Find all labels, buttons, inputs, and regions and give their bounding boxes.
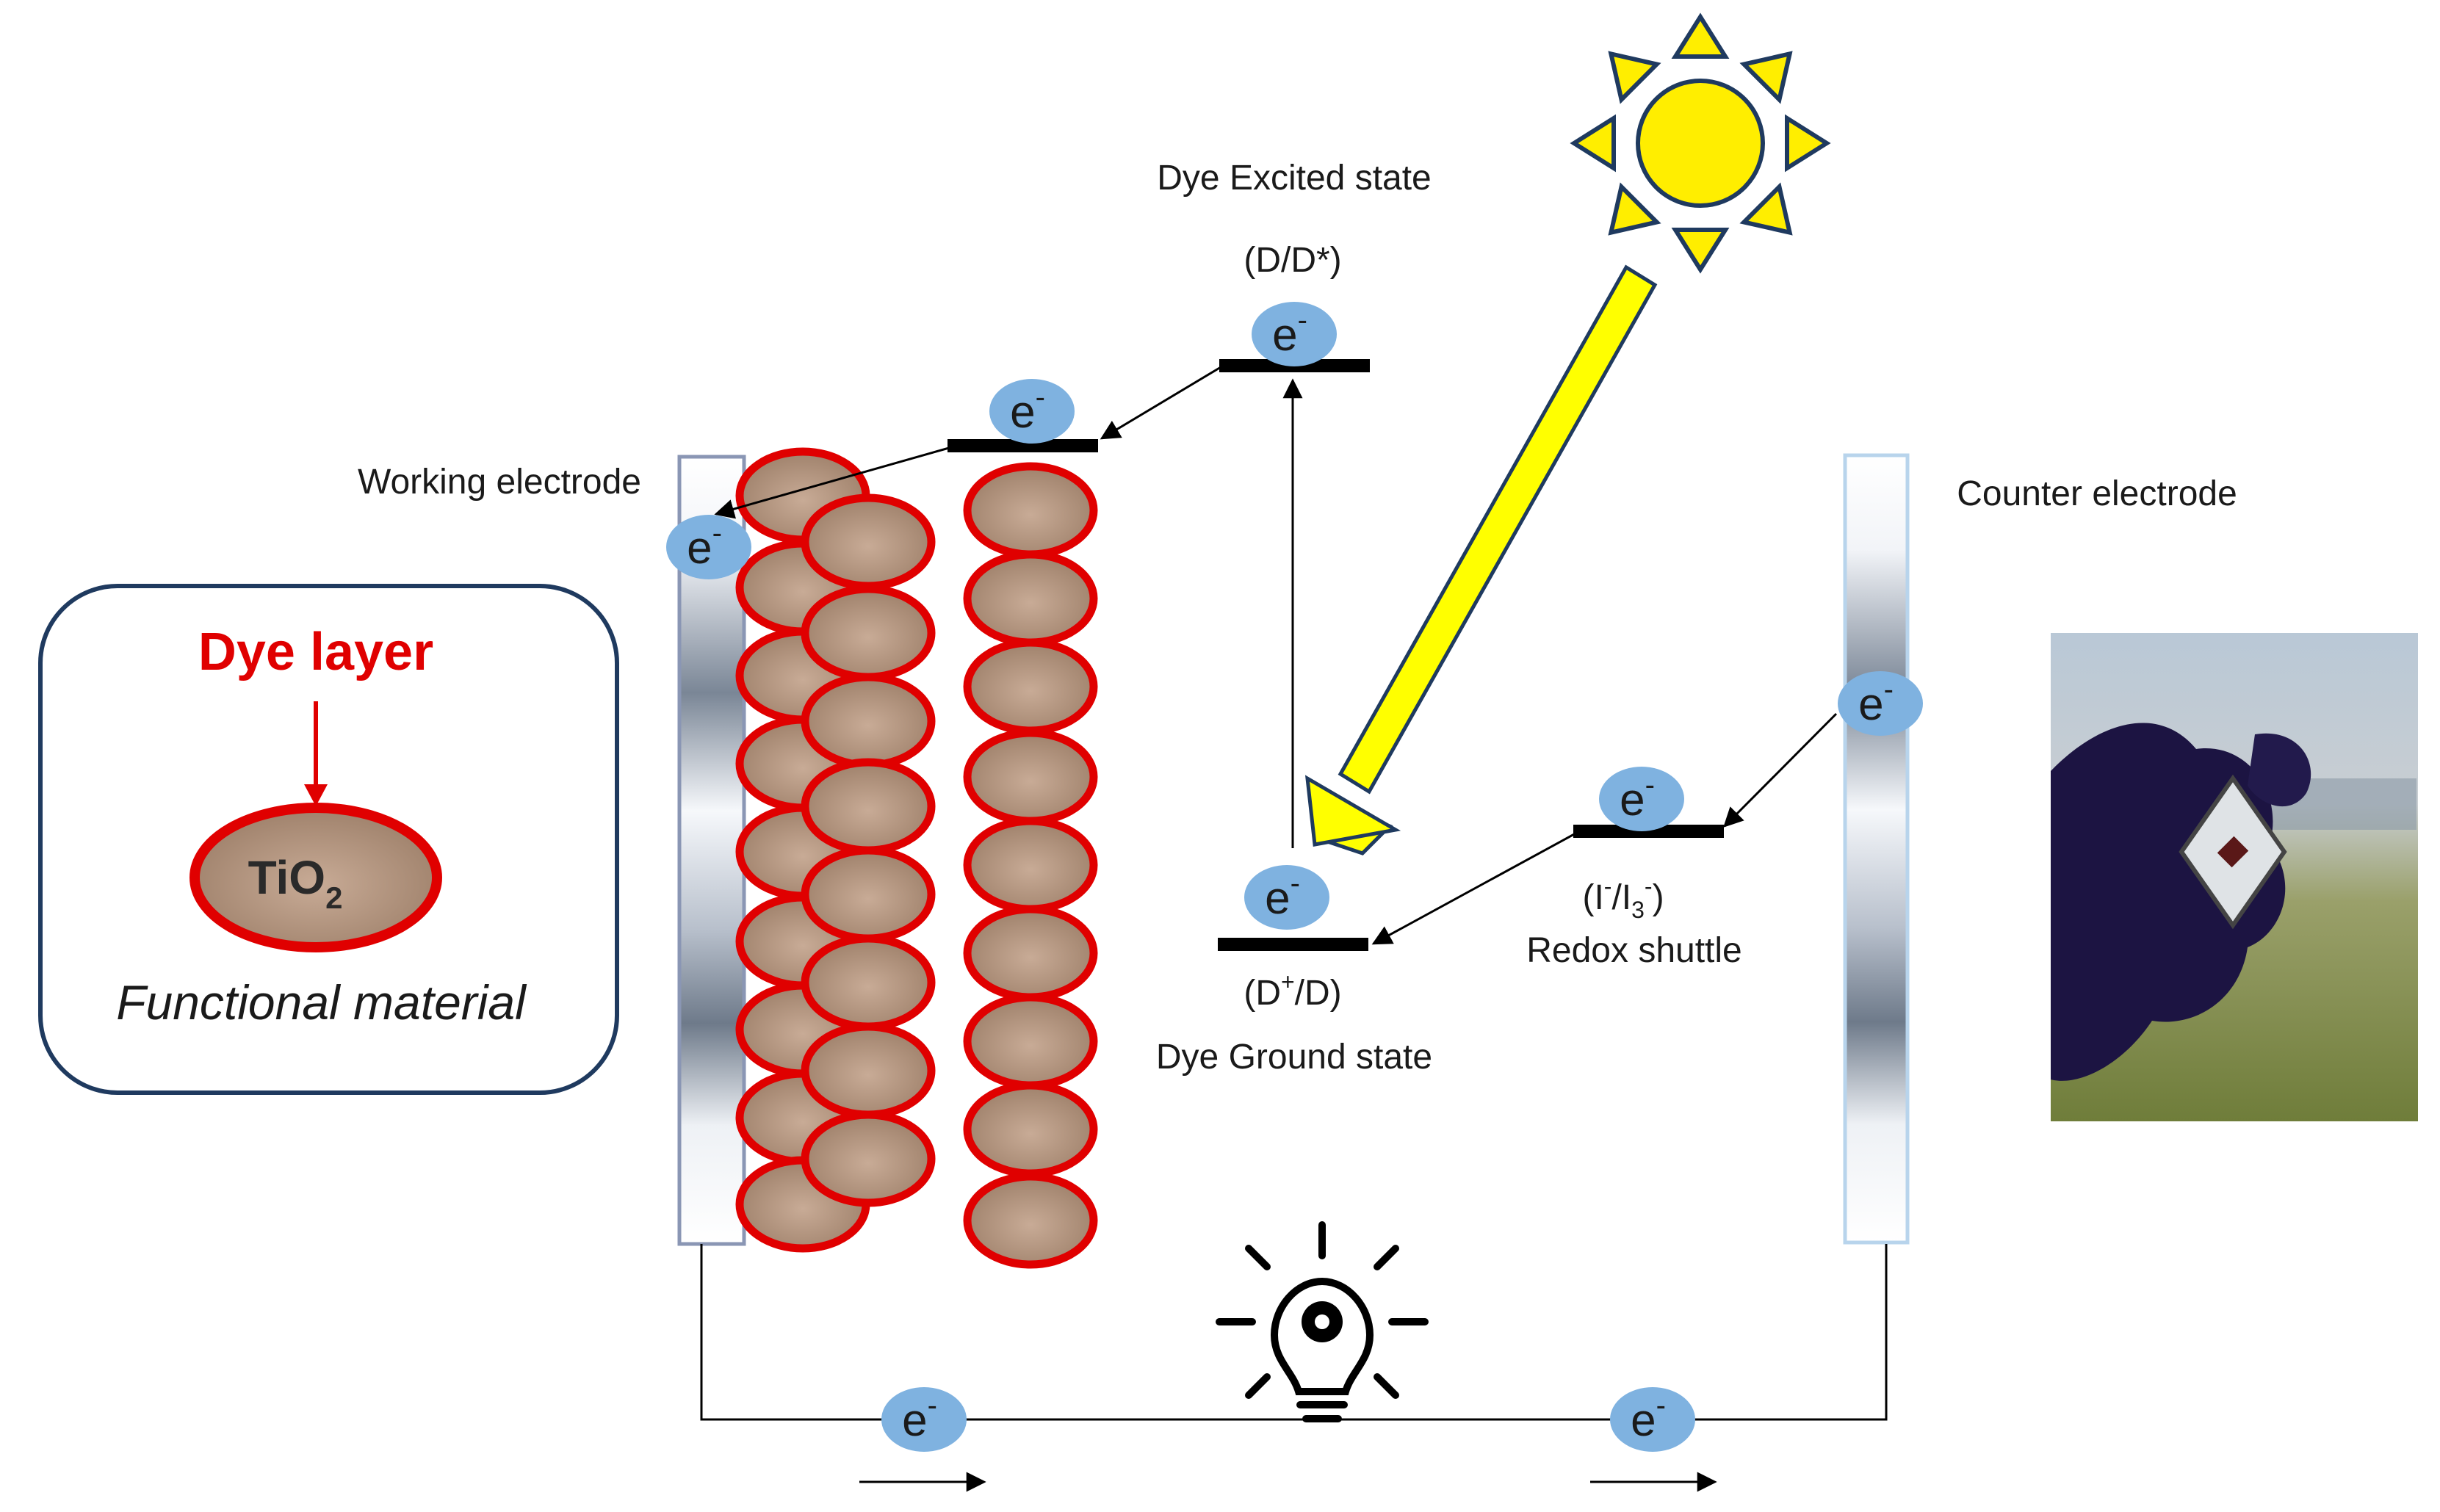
ground-state-level xyxy=(1218,938,1368,951)
sun-ray xyxy=(1785,114,1831,173)
dye-ground-state-label: Dye Ground state xyxy=(1156,1038,1432,1077)
counter-electrode xyxy=(1843,453,1910,1245)
electron-oval xyxy=(989,379,1075,444)
sun-disc xyxy=(1636,79,1765,208)
redox-shuttle-label: Redox shuttle xyxy=(1526,931,1742,970)
light-bulb-gear-icon xyxy=(1216,1221,1429,1422)
inset-caption: Functional material xyxy=(116,975,527,1030)
electron-charge: - xyxy=(1036,381,1045,413)
electron-label: e- xyxy=(1010,381,1045,438)
redox-level xyxy=(1573,825,1724,838)
tio2-particle xyxy=(963,728,1098,825)
counter-to-redox-arrow xyxy=(1723,712,1838,828)
light-beam xyxy=(1304,264,1658,856)
tio2-particle xyxy=(801,846,936,943)
tio2-particle xyxy=(963,993,1098,1090)
electron-symbol: e xyxy=(1010,387,1035,438)
electron-oval xyxy=(1252,302,1337,366)
electron-badge: e- xyxy=(989,379,1075,444)
electron-oval xyxy=(1244,865,1329,930)
electron-badge: e- xyxy=(1252,302,1337,366)
sun-ray xyxy=(1608,51,1661,104)
sun-icon xyxy=(1570,12,1831,274)
electron-badge: e- xyxy=(1244,865,1329,930)
inset-tio2-particle xyxy=(190,803,442,952)
sun-ray xyxy=(1739,51,1793,104)
electron-charge: - xyxy=(712,517,722,549)
tio2-particle xyxy=(963,1172,1098,1269)
tio2-particle xyxy=(801,758,936,855)
sun-ray xyxy=(1671,12,1730,59)
tio2-particle xyxy=(963,638,1098,735)
electron-oval xyxy=(1599,767,1684,831)
electron-symbol: e xyxy=(902,1395,927,1446)
electron-charge: - xyxy=(1884,673,1894,706)
tio2-particle xyxy=(963,550,1098,647)
electron-badge: e- xyxy=(1838,671,1923,736)
tio2-particle xyxy=(801,1110,936,1207)
tio2-particle xyxy=(963,462,1098,559)
electron-charge: - xyxy=(1298,304,1307,336)
electron-label: e- xyxy=(687,517,722,574)
electron-symbol: e xyxy=(1620,775,1645,825)
tio2-particle xyxy=(963,1081,1098,1178)
electron-label: e- xyxy=(1620,769,1655,825)
tio2-particle xyxy=(801,1022,936,1119)
electron-symbol: e xyxy=(1265,873,1290,924)
electron-badges: e-e-e-e-e-e-e-e- xyxy=(666,302,1923,1452)
tio2-particle xyxy=(801,493,936,590)
electron-label: e- xyxy=(902,1389,937,1446)
electron-label: e- xyxy=(1858,673,1894,730)
electron-charge: - xyxy=(1645,769,1655,801)
electron-symbol: e xyxy=(1631,1395,1656,1446)
dye-ground-formula: (D+/D) xyxy=(1244,969,1341,1013)
tio2-particle xyxy=(801,673,936,770)
working-electrode-label: Working electrode xyxy=(358,463,641,502)
electron-charge: - xyxy=(1656,1389,1666,1422)
electron-charge: - xyxy=(1291,867,1300,900)
electron-oval xyxy=(881,1387,967,1452)
electron-charge: - xyxy=(928,1389,937,1422)
dye-excited-state-label: Dye Excited state xyxy=(1157,159,1432,198)
tio2-particle xyxy=(963,905,1098,1002)
excited-to-injection-arrow xyxy=(1100,366,1221,440)
external-circuit-wire xyxy=(700,1244,1888,1421)
tio2-injection-level xyxy=(948,439,1098,452)
electron-label: e- xyxy=(1265,867,1300,924)
injection-to-electrode-arrow xyxy=(714,446,950,519)
redox-formula: (I-/I3-) xyxy=(1582,873,1664,923)
counter-electrode-label: Counter electrode xyxy=(1957,474,2237,513)
sun-ray xyxy=(1608,182,1661,236)
electron-oval xyxy=(666,515,751,579)
tio2-particle xyxy=(963,817,1098,914)
inset-title: Dye layer xyxy=(198,623,433,681)
redox-to-ground-arrow xyxy=(1371,832,1576,945)
tio2-particle xyxy=(801,585,936,681)
electron-symbol: e xyxy=(1272,310,1297,361)
electron-badge: e- xyxy=(666,515,751,579)
inset-tio2-label: TiO2 xyxy=(248,851,343,915)
tio2-particle xyxy=(801,934,936,1031)
electron-symbol: e xyxy=(1858,679,1883,730)
electron-oval xyxy=(1838,671,1923,736)
sun-ray xyxy=(1739,182,1793,236)
sun-ray xyxy=(1671,228,1730,274)
electron-label: e- xyxy=(1631,1389,1666,1446)
dye-excited-formula: (D/D*) xyxy=(1244,241,1341,280)
sun-ray xyxy=(1570,114,1616,173)
electron-badge: e- xyxy=(1599,767,1684,831)
electron-label: e- xyxy=(1272,304,1307,361)
electron-badge: e- xyxy=(881,1387,967,1452)
electron-badge: e- xyxy=(1610,1387,1695,1452)
photo-dssc-cell xyxy=(2051,633,2418,1121)
electron-symbol: e xyxy=(687,523,712,574)
inset-box: Dye layer TiO2 Functional material xyxy=(38,584,619,1095)
tio2-particle-layer xyxy=(735,447,1098,1269)
electron-oval xyxy=(1610,1387,1695,1452)
inset-arrow-head xyxy=(304,784,328,806)
working-electrode xyxy=(677,455,746,1246)
